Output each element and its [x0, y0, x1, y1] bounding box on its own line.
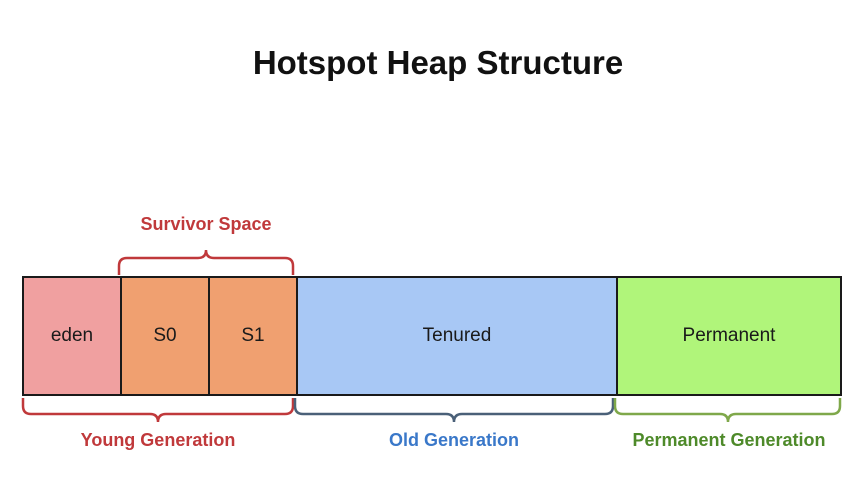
- permanent-segment: Permanent: [616, 278, 840, 394]
- survivor-space-label: Survivor Space: [140, 214, 272, 234]
- permanent-label: Permanent: [682, 325, 776, 346]
- tenured-label: Tenured: [422, 325, 492, 346]
- eden-label: eden: [50, 325, 94, 346]
- s0-segment: S0: [120, 278, 208, 394]
- old-generation-label: Old Generation: [388, 430, 520, 450]
- old-generation-brace: [293, 398, 615, 423]
- diagram-title: Hotspot Heap Structure: [252, 44, 624, 81]
- s1-label: S1: [241, 325, 265, 346]
- tenured-segment: Tenured: [296, 278, 616, 394]
- permanent-generation-brace: [613, 398, 842, 423]
- s1-segment: S1: [208, 278, 296, 394]
- permanent-generation-label: Permanent Generation: [632, 430, 826, 450]
- young-generation-brace: [21, 398, 295, 423]
- eden-segment: eden: [24, 278, 120, 394]
- heap-bar: eden S0 S1 Tenured Permanent: [22, 276, 842, 396]
- survivor-space-brace: [117, 249, 295, 275]
- young-generation-label: Young Generation: [80, 430, 236, 450]
- s0-label: S0: [153, 325, 177, 346]
